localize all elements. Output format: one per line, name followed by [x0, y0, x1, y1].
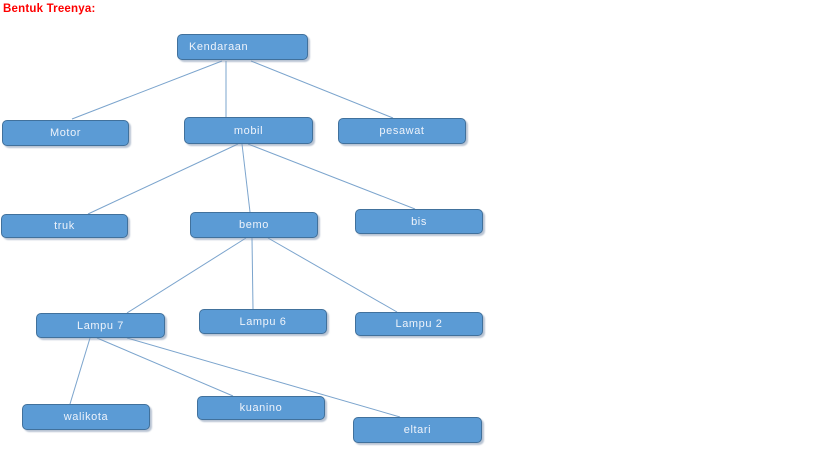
- edge-lampu7-kuanino: [96, 337, 234, 397]
- edge-bemo-lampu6: [251, 237, 254, 310]
- edge-kendaraan-pesawat: [250, 60, 394, 119]
- node-motor[interactable]: Motor: [2, 120, 129, 146]
- node-lampu7[interactable]: Lampu 7: [36, 313, 165, 338]
- node-kuanino[interactable]: kuanino: [197, 396, 325, 420]
- node-lampu6[interactable]: Lampu 6: [199, 309, 327, 334]
- node-lampu2[interactable]: Lampu 2: [355, 312, 483, 336]
- node-eltari[interactable]: eltari: [353, 417, 482, 443]
- edge-bemo-lampu2: [267, 237, 398, 313]
- edge-kendaraan-motor: [71, 60, 223, 120]
- node-truk[interactable]: truk: [1, 214, 128, 238]
- node-bis[interactable]: bis: [355, 209, 483, 234]
- page-title: Bentuk Treenya:: [3, 3, 96, 15]
- node-pesawat[interactable]: pesawat: [338, 118, 466, 144]
- node-bemo[interactable]: bemo: [190, 212, 318, 238]
- edge-bemo-lampu7: [126, 237, 247, 314]
- edge-lampu7-eltari: [126, 337, 401, 418]
- node-kendaraan[interactable]: Kendaraan: [177, 34, 308, 60]
- edge-lampu7-walikota: [69, 337, 91, 405]
- edge-mobil-truk: [87, 143, 239, 215]
- edge-mobil-bemo: [241, 143, 251, 213]
- edge-mobil-bis: [247, 143, 416, 210]
- node-mobil[interactable]: mobil: [184, 117, 313, 144]
- node-walikota[interactable]: walikota: [22, 404, 150, 430]
